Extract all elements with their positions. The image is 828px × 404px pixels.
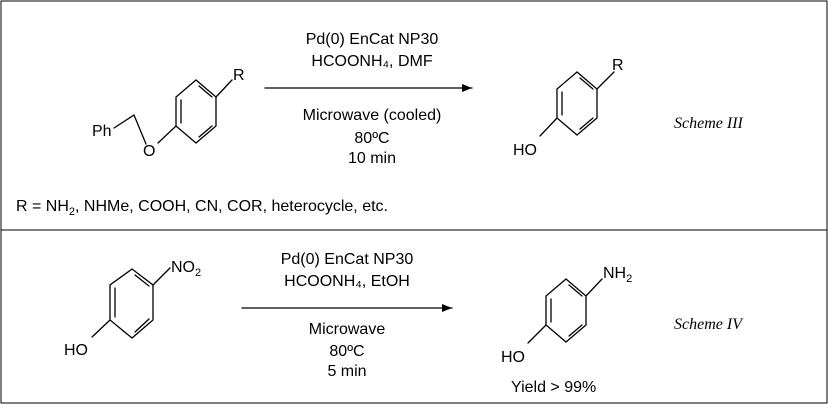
hydroxyl-label: HO	[64, 342, 88, 359]
bond-to-hydroxyl	[527, 324, 547, 344]
reagent-label: HCOONH₄, DMF	[311, 53, 432, 70]
amino-group-label: NH2	[603, 265, 632, 285]
reactant-benzyl-ether: R O Ph	[92, 67, 245, 160]
scheme-iii-label: Scheme III	[674, 115, 744, 132]
product-aminophenol: NH2 HO	[501, 265, 632, 366]
time-label: 5 min	[327, 363, 366, 380]
benzene-ring	[556, 71, 598, 136]
arrow-head	[442, 304, 452, 312]
time-label: 10 min	[348, 150, 396, 167]
bond-to-hydroxyl	[539, 117, 558, 137]
scheme-iii: R O Ph Pd(0) EnCat NP30 HCOONH₄, DMF Mic…	[16, 31, 744, 218]
catalyst-label: Pd(0) EnCat NP30	[306, 31, 439, 48]
heating-method-label: Microwave (cooled)	[303, 107, 442, 124]
heating-method-label: Microwave	[309, 321, 386, 338]
reaction-conditions-iii: Pd(0) EnCat NP30 HCOONH₄, DMF Microwave …	[264, 31, 473, 167]
bond-to-r	[215, 79, 233, 98]
reaction-conditions-iv: Pd(0) EnCat NP30 HCOONH₄, EtOH Microwave…	[241, 251, 453, 380]
bond-ring-to-oxygen	[157, 125, 177, 144]
yield-label: Yield > 99%	[511, 379, 596, 396]
substituent-r-label: R	[233, 67, 245, 84]
hydroxyl-label: HO	[501, 349, 525, 366]
phenyl-label: Ph	[92, 123, 112, 140]
substituent-r-label: R	[612, 57, 624, 74]
benzene-ring	[175, 79, 217, 144]
reagent-label: HCOONH₄, EtOH	[284, 273, 410, 290]
benzene-ring	[109, 268, 154, 339]
product-phenol-iii: R HO	[513, 57, 624, 159]
catalyst-label: Pd(0) EnCat NP30	[281, 251, 414, 268]
scheme-iv-label: Scheme IV	[674, 316, 744, 333]
reactant-nitrophenol: NO2 HO	[64, 259, 201, 359]
arrow-head	[462, 84, 472, 92]
bond-to-r	[596, 71, 615, 90]
r-group-definition: R = NH2, NHMe, COOH, CN, COR, heterocycl…	[16, 198, 388, 218]
bond-ch2-to-ph	[113, 114, 135, 129]
temperature-label: 80ºC	[354, 130, 389, 147]
bond-oxygen-to-ch2	[133, 114, 147, 145]
nitro-group-label: NO2	[171, 259, 201, 279]
bond-to-nitro	[152, 267, 171, 286]
benzene-ring	[545, 278, 587, 343]
bond-to-amino	[585, 278, 603, 297]
ether-oxygen-label: O	[143, 143, 155, 160]
temperature-label: 80ºC	[329, 343, 364, 360]
hydroxyl-label: HO	[513, 142, 537, 159]
bond-to-hydroxyl	[91, 319, 111, 338]
scheme-iv: NO2 HO Pd(0) EnCat NP30 HCOONH₄, EtOH Mi…	[64, 251, 744, 396]
